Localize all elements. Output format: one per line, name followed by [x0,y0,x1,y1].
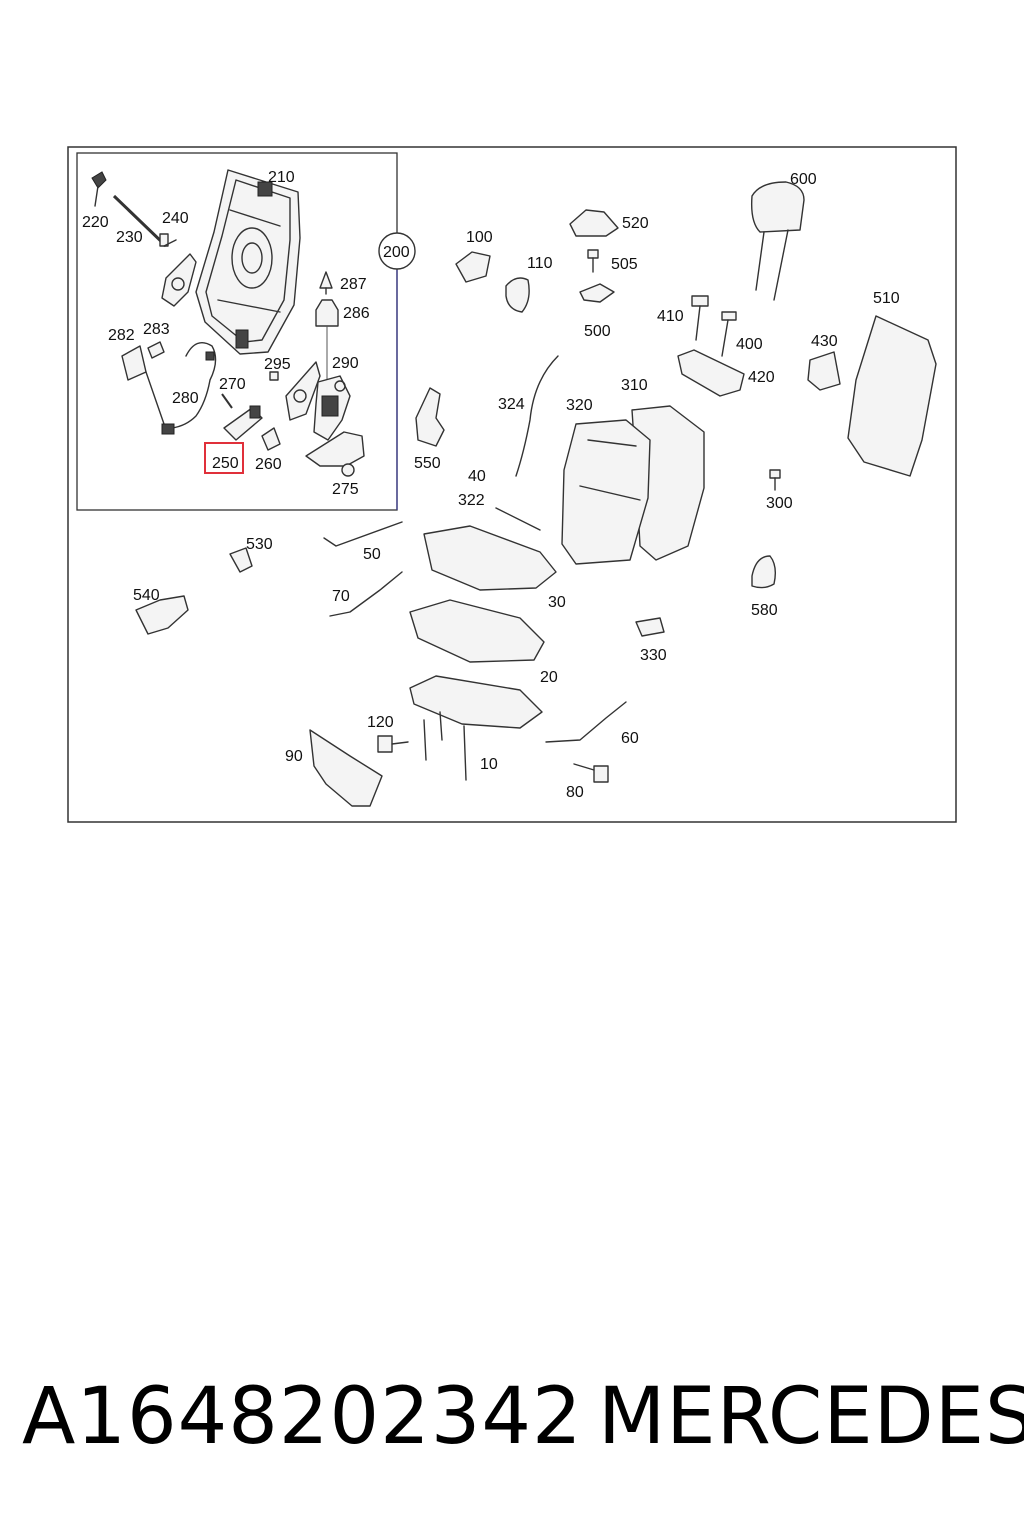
part-250-motor [223,405,263,441]
label-520: 520 [622,215,649,232]
label-410: 410 [657,308,684,325]
label-295: 295 [264,356,291,373]
label-260: 260 [255,456,282,473]
part-120-bolt [377,735,409,753]
part-400-guide [721,311,737,357]
label-110: 110 [527,255,553,272]
label-420: 420 [748,369,775,386]
label-270: 270 [219,376,246,393]
part-420-tray [677,349,745,397]
part-number: A1648202342 [22,1372,583,1462]
label-50: 50 [363,546,381,563]
callout-200-circle [378,232,416,270]
part-70-bracket [329,571,403,617]
part-330-latch [635,617,665,637]
part-540-trim [135,595,189,635]
part-300-screw [769,469,781,491]
part-270-pin [221,393,233,409]
part-20-seat-frame [409,675,543,781]
label-200: 200 [383,244,410,261]
label-120: 120 [367,714,394,731]
part-322-rod [495,507,541,531]
part-430-handle [807,351,841,391]
label-100: 100 [466,229,493,246]
part-287-cap [319,271,333,295]
label-500: 500 [584,323,611,340]
label-430: 430 [811,333,838,350]
label-283: 283 [143,321,170,338]
part-530-clip [229,547,253,573]
part-324-wire [515,355,559,477]
part-550-belt-guide [415,387,445,447]
label-320: 320 [566,397,593,414]
part-600-headrest [750,181,805,301]
part-220-adjuster-knob [91,171,107,207]
part-505-bolt [587,249,599,273]
label-30: 30 [548,594,566,611]
label-540: 540 [133,587,160,604]
label-90: 90 [285,748,303,765]
label-290: 290 [332,355,359,372]
part-60-bracket [545,701,627,743]
part-282-connector [121,341,165,381]
part-320-backrest-cushion [561,419,651,565]
part-50-wire [323,521,403,547]
label-70: 70 [332,588,350,605]
part-240-bolt [159,233,177,247]
label-510: 510 [873,290,900,307]
label-580: 580 [751,602,778,619]
label-210: 210 [268,169,295,186]
part-280-wiring-harness [145,342,217,435]
label-505: 505 [611,256,638,273]
label-286: 286 [343,305,370,322]
part-80-bolt [573,763,609,783]
label-20: 20 [540,669,558,686]
label-322: 322 [458,492,485,509]
brand-name: MERCEDES [598,1372,1024,1462]
part-500-fitting [579,283,615,303]
label-400: 400 [736,336,763,353]
part-100-cover [455,251,491,283]
label-220: 220 [82,214,109,231]
part-510-rear-panel [847,315,937,477]
highlight-box-250 [204,442,244,474]
label-600: 600 [790,171,817,188]
label-240: 240 [162,210,189,227]
part-110-trim [505,277,530,313]
label-275: 275 [332,481,359,498]
label-310: 310 [621,377,648,394]
label-530: 530 [246,536,273,553]
diagram-frame [67,146,957,823]
label-324: 324 [498,396,525,413]
label-80: 80 [566,784,584,801]
label-280: 280 [172,390,199,407]
part-580-cap [751,555,777,589]
part-230-rod [112,194,168,248]
part-240-bracket [161,253,197,307]
label-230: 230 [116,229,143,246]
part-210-backrest-frame [195,169,301,355]
part-40-seat-cover [423,525,557,591]
label-300: 300 [766,495,793,512]
part-90-panel [309,729,383,807]
part-30-seat-cushion [409,599,545,663]
part-286-cover [315,299,339,380]
label-10: 10 [480,756,498,773]
part-260-clip [261,427,281,451]
label-330: 330 [640,647,667,664]
label-550: 550 [414,455,441,472]
part-side-bracket [285,361,321,421]
label-250: 250 [212,455,239,472]
part-410-guide [691,295,709,341]
part-520-bracket [569,209,619,237]
label-282: 282 [108,327,135,344]
label-287: 287 [340,276,367,293]
part-295-screw [269,371,279,381]
part-290-motor-assembly [313,375,351,441]
label-40: 40 [468,468,486,485]
label-60: 60 [621,730,639,747]
part-275-lever [305,431,365,477]
